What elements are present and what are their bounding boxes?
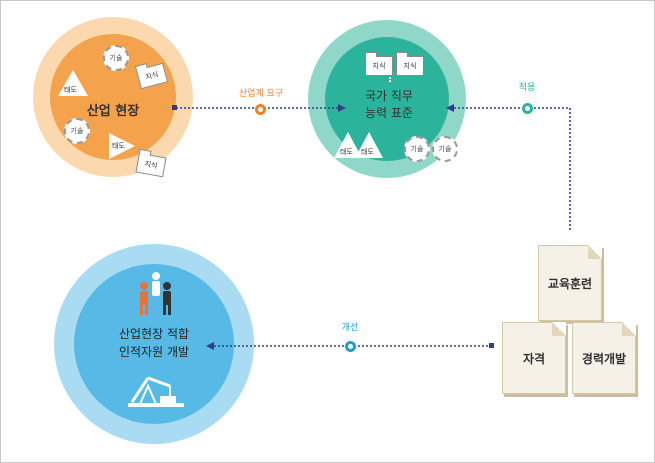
gear-icon: 기술 — [432, 136, 458, 162]
industry-attitude-label-1: 태도 — [64, 86, 77, 94]
triangle-icon — [355, 132, 383, 158]
people-icon — [140, 272, 171, 315]
folder-icon: 지식 — [396, 52, 424, 76]
industry-title: 산업 현장 — [86, 104, 140, 119]
industry-machinery-icon — [128, 376, 184, 407]
gear-icon: 기술 — [103, 45, 129, 71]
industry-demand-node — [255, 104, 266, 115]
ncs-tech-label-1: 기술 — [410, 145, 424, 153]
ncs-tech-label-2: 기술 — [438, 145, 452, 153]
industry-attitude-label-2: 태도 — [112, 142, 125, 150]
industry-tech-label-1: 기술 — [109, 54, 123, 62]
ncs-title-line-1: 국가 직무 — [365, 89, 413, 103]
folder-icon: 지식 — [365, 52, 393, 76]
improve-node — [345, 341, 356, 352]
training-document-label: 교육훈련 — [547, 276, 593, 291]
hrd-title-line-2: 인적자원 개발 — [118, 345, 190, 359]
triangle-icon — [58, 70, 88, 96]
qualification-document-label: 자격 — [522, 351, 546, 366]
ncs-attitude-label-1: 태도 — [340, 148, 353, 156]
career-document-label: 경력개발 — [581, 351, 627, 366]
triangle-icon — [109, 133, 135, 159]
training-document: 교육훈련 — [538, 245, 602, 321]
career-document: 경력개발 — [572, 322, 636, 394]
qualification-document: 자격 — [502, 322, 566, 394]
hrd-title-line-1: 산업현장 적합 — [118, 327, 190, 341]
improve-label: 개선 — [341, 323, 359, 333]
industry-demand-label: 산업계 요구 — [238, 89, 284, 99]
ncs-know-label-2: 지식 — [403, 62, 417, 70]
apply-label: 적용 — [518, 83, 536, 93]
gear-icon: 기술 — [404, 136, 430, 162]
ncs-attitude-label-2: 태도 — [361, 148, 374, 156]
ncs-know-label-1: 지식 — [372, 62, 386, 70]
apply-node — [522, 103, 533, 114]
industry-tech-label-2: 기술 — [70, 127, 84, 135]
gear-icon: 기술 — [64, 118, 90, 144]
ncs-title-line-2: 능력 표준 — [365, 106, 413, 120]
